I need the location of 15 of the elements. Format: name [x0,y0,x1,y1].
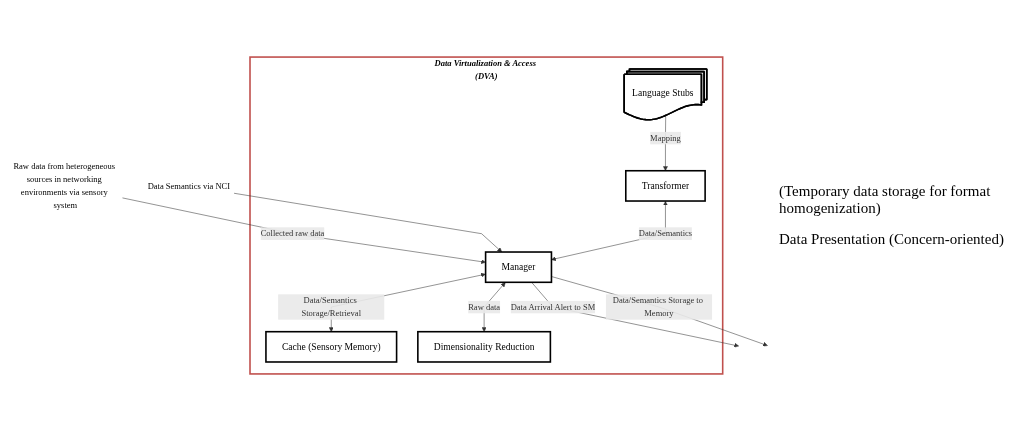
node-box: Manager [484,251,553,284]
node-text: Data Semantics via NCI [147,181,231,191]
note-text: Data Presentation (Concern-oriented) [779,231,1005,248]
node-box: Dimensionality Reduction [417,330,552,363]
node-text: Raw data from heterogeneous sources in networking environments via sensory system [13,161,116,210]
note-text: (Temporary data storage for format homogenization) [779,183,992,217]
edge-label: Data/Semantics [638,228,693,238]
edge-label: Mapping [650,133,681,143]
edge-label: Data/Semantics Storage to Memory [612,295,703,318]
edge-label: Data/Semantics Storage/Retrieval [301,295,362,318]
edge-label: Raw data [468,302,501,312]
node-box: Cache (Sensory Memory) [265,330,398,363]
edge-label: Data Arrival Alert to SM [510,302,596,312]
node-box: Transformer [625,169,706,202]
edge-label: Collected raw data [260,228,325,238]
